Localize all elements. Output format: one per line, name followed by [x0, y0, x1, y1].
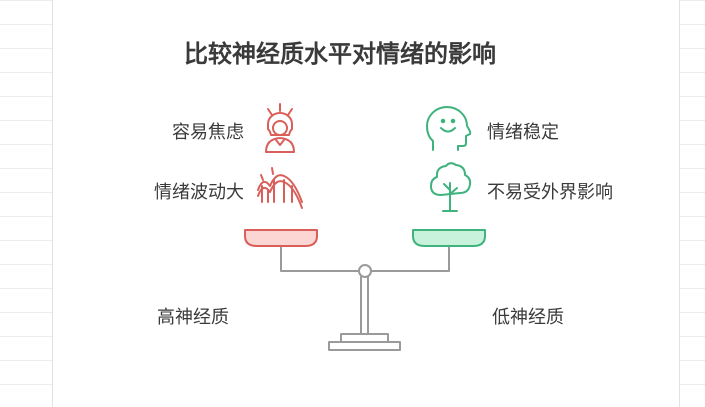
trait-mood-swings-label: 情绪波动大 — [154, 182, 244, 203]
trait-anxious-label: 容易焦虑 — [172, 122, 244, 143]
scale-pillar — [360, 276, 369, 335]
stressed-person-icon — [265, 103, 295, 153]
trait-unaffected-label: 不易受外界影响 — [487, 182, 613, 203]
scale-pivot — [358, 264, 372, 278]
calm-face-icon — [426, 106, 472, 151]
roller-coaster-icon — [257, 167, 303, 209]
tree-icon — [430, 162, 472, 212]
balance-scale — [280, 246, 450, 351]
diagram-title: 比较神经质水平对情绪的影响 — [184, 40, 496, 68]
high-neuroticism-label: 高神经质 — [157, 307, 229, 328]
trait-stable-label: 情绪稳定 — [487, 122, 559, 143]
left-scale-pan — [244, 229, 318, 247]
right-scale-pan — [412, 229, 486, 247]
low-neuroticism-label: 低神经质 — [492, 307, 564, 328]
